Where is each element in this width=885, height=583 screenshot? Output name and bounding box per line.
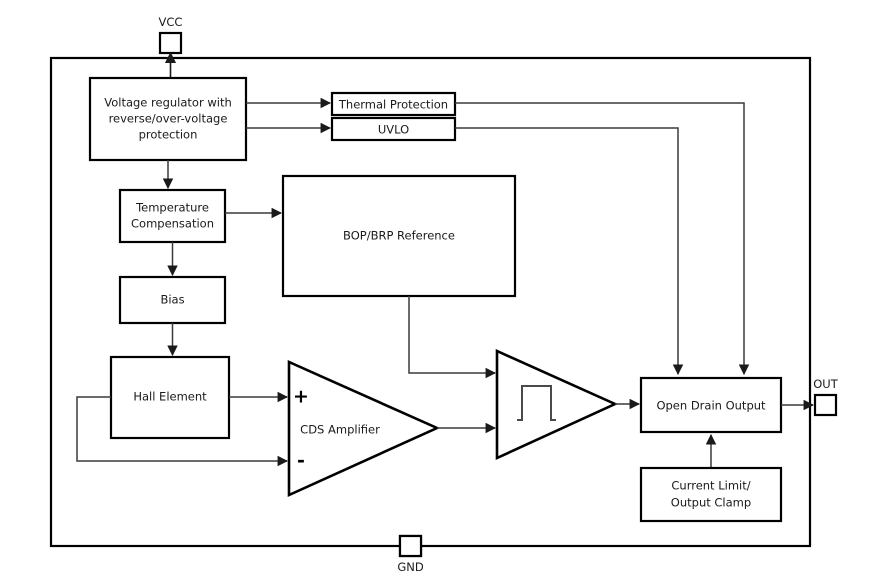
block-cds-amplifier[interactable] (287, 359, 441, 498)
pin-gnd-label: GND (397, 560, 424, 574)
pin-vcc[interactable] (158, 31, 183, 55)
temperature-compensation-label-line1: Temperature (135, 201, 209, 215)
block-temperature-compensation[interactable] (118, 188, 227, 244)
block-current-limit-output-clamp[interactable] (639, 466, 783, 523)
hall-element-label: Hall Element (133, 390, 207, 404)
block-bias[interactable] (118, 275, 227, 325)
block-comparator[interactable] (495, 348, 619, 461)
cds-amplifier-plus-sign: + (293, 386, 309, 408)
cds-amplifier-minus-sign: - (297, 450, 305, 472)
uvlo-label: UVLO (378, 123, 409, 137)
thermal-protection-label: Thermal Protection (338, 98, 448, 112)
wire-hall-element-to-amplifier-minus (76, 396, 289, 467)
hysteresis-icon (517, 385, 556, 421)
block-bop-brp-reference[interactable] (281, 174, 517, 298)
current-limit-label-line1: Current Limit/ (671, 479, 750, 493)
pin-out-label: OUT (813, 377, 838, 391)
cds-amplifier-label: CDS Amplifier (300, 423, 380, 437)
pin-vcc-label: VCC (159, 15, 183, 29)
bias-label: Bias (160, 293, 184, 307)
pin-gnd-pad[interactable] (398, 534, 423, 558)
block-uvlo[interactable] (330, 116, 457, 142)
current-limit-label-line2: Output Clamp (671, 496, 751, 510)
wire-thermal-protection-to-open-drain (455, 102, 750, 376)
wire-uvlo-to-open-drain (455, 127, 684, 376)
block-hall-element[interactable] (109, 355, 231, 440)
temperature-compensation-label-line2: Compensation (131, 217, 214, 231)
pin-out[interactable] (813, 393, 838, 417)
block-thermal-protection[interactable] (330, 91, 457, 117)
voltage-regulator-label-line1: Voltage regulator with (104, 96, 232, 110)
voltage-regulator-label-line3: protection (139, 128, 198, 142)
open-drain-output-label: Open Drain Output (656, 399, 766, 413)
bop-brp-reference-label: BOP/BRP Reference (343, 229, 455, 243)
wire-reference-to-comparator (408, 296, 497, 379)
voltage-regulator-label-line2: reverse/over-voltage (109, 112, 228, 126)
